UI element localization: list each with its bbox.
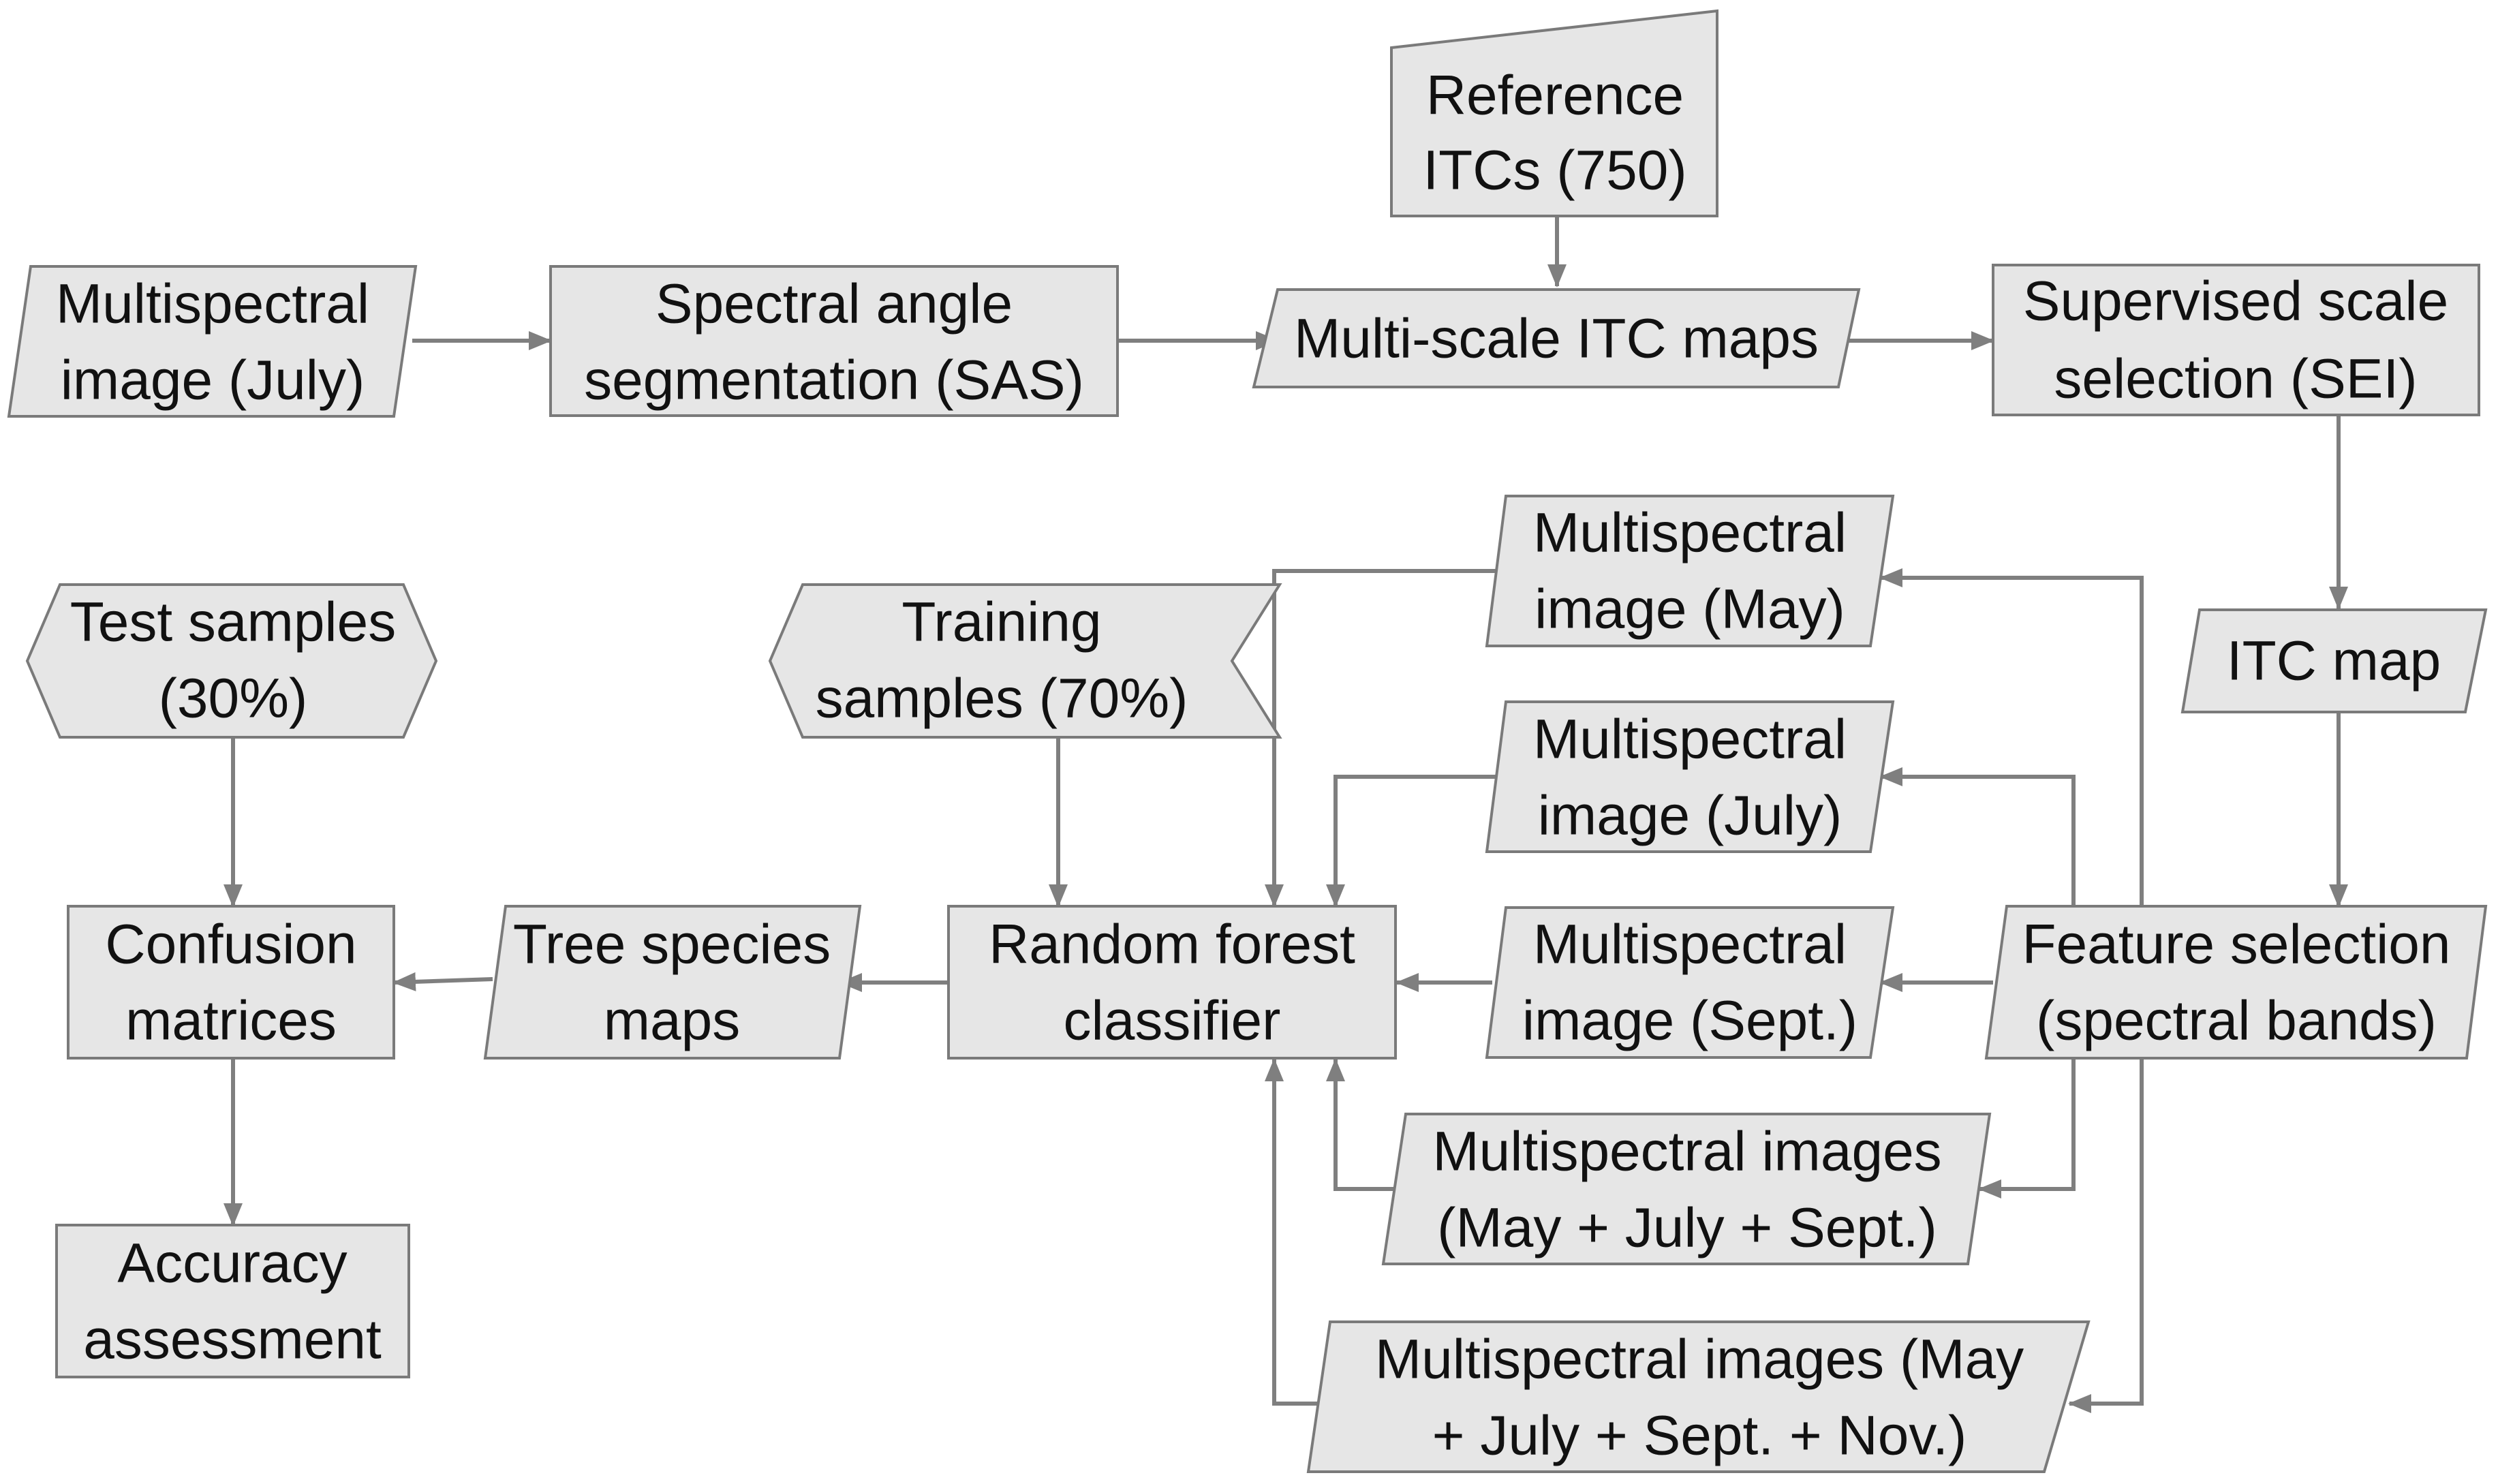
node-multispectral-image-july-input: Multispectral image (July) bbox=[7, 265, 418, 418]
node-label-line: + July + Sept. + Nov.) bbox=[1432, 1405, 1967, 1467]
node-label-line: Test samples bbox=[70, 591, 397, 653]
node-label-line: image (July) bbox=[61, 350, 365, 412]
node-label-line: image (July) bbox=[1538, 785, 1842, 847]
node-random-forest-classifier: Random forest classifier bbox=[947, 905, 1397, 1060]
node-tree-species-maps: Tree species maps bbox=[483, 905, 862, 1060]
edge-ms-four-to-rf bbox=[1265, 1058, 1330, 1406]
node-multispectral-image-july: Multispectral image (July) bbox=[1485, 700, 1895, 853]
node-label-line: (May + July + Sept.) bbox=[1437, 1197, 1937, 1259]
node-label-line: image (Sept.) bbox=[1522, 990, 1857, 1052]
node-label-line: maps bbox=[604, 990, 741, 1052]
edge-feature-to-ms-may bbox=[1879, 568, 2144, 906]
node-label-line: (30%) bbox=[159, 668, 308, 730]
node-label-line: ITCs (750) bbox=[1423, 140, 1686, 202]
node-label-line: Multispectral bbox=[56, 273, 369, 335]
node-label-line: Reference bbox=[1426, 65, 1684, 127]
node-label-line: Training bbox=[901, 591, 1101, 653]
node-label-line: Multi-scale ITC maps bbox=[1294, 308, 1819, 370]
node-label-line: Multispectral images bbox=[1432, 1121, 1941, 1183]
node-label-line: Multispectral bbox=[1533, 914, 1847, 976]
node-label-line: assessment bbox=[83, 1309, 382, 1371]
node-multispectral-images-three-months: Multispectral images (May + July + Sept.… bbox=[1381, 1113, 1992, 1265]
node-test-samples: Test samples (30%) bbox=[25, 583, 438, 739]
node-label-line: image (May) bbox=[1535, 578, 1845, 640]
node-label-line: samples (70%) bbox=[816, 668, 1188, 730]
node-label-line: Multispectral bbox=[1533, 502, 1847, 564]
node-label-line: classifier bbox=[1064, 990, 1281, 1052]
node-multispectral-image-sept: Multispectral image (Sept.) bbox=[1485, 906, 1895, 1059]
node-confusion-matrices: Confusion matrices bbox=[67, 905, 395, 1060]
nodes: Multispectral image (July) Spectral angl… bbox=[7, 9, 2488, 1473]
node-label-line: selection (SEI) bbox=[2054, 348, 2417, 410]
edges bbox=[223, 216, 2348, 1413]
node-label-line: Multispectral bbox=[1533, 709, 1847, 771]
node-training-samples: Training samples (70%) bbox=[768, 583, 1282, 739]
edge-feature-to-ms-july bbox=[1879, 767, 2076, 906]
node-label-line: segmentation (SAS) bbox=[584, 350, 1084, 412]
edge-feature-to-ms-three bbox=[1978, 1058, 2076, 1199]
node-label-line: Accuracy bbox=[117, 1233, 347, 1295]
edge-ms-may-to-rf bbox=[1265, 569, 1499, 908]
edge-ms-july-to-rf bbox=[1326, 775, 1496, 908]
node-label-line: (spectral bands) bbox=[2036, 990, 2437, 1052]
node-feature-selection: Feature selection (spectral bands) bbox=[1984, 905, 2488, 1060]
node-label-line: Random forest bbox=[989, 914, 1355, 976]
edge-ms-three-to-rf bbox=[1326, 1058, 1406, 1191]
node-label-line: ITC map bbox=[2227, 630, 2441, 692]
edge-tree-maps-to-confusion bbox=[392, 972, 493, 991]
node-multispectral-image-may: Multispectral image (May) bbox=[1485, 495, 1895, 647]
node-supervised-scale-selection: Supervised scale selection (SEI) bbox=[1992, 264, 2480, 416]
node-label-line: Feature selection bbox=[2022, 914, 2450, 976]
node-label-line: Supervised scale bbox=[2023, 270, 2448, 333]
node-label-line: Tree species bbox=[513, 914, 831, 976]
node-reference-itcs: Reference ITCs (750) bbox=[1390, 9, 1718, 217]
node-spectral-angle-segmentation: Spectral angle segmentation (SAS) bbox=[549, 265, 1119, 417]
node-label-line: Multispectral images (May bbox=[1375, 1329, 2024, 1391]
node-accuracy-assessment: Accuracy assessment bbox=[55, 1224, 410, 1378]
node-multispectral-images-four-months: Multispectral images (May + July + Sept.… bbox=[1306, 1320, 2091, 1473]
node-itc-map: ITC map bbox=[2180, 608, 2488, 713]
node-label-line: matrices bbox=[125, 990, 337, 1052]
node-multi-scale-itc-maps: Multi-scale ITC maps bbox=[1252, 288, 1861, 388]
node-label-line: Confusion bbox=[105, 914, 356, 976]
edge-feature-to-ms-four bbox=[2068, 1058, 2144, 1413]
node-label-line: Spectral angle bbox=[656, 273, 1013, 335]
